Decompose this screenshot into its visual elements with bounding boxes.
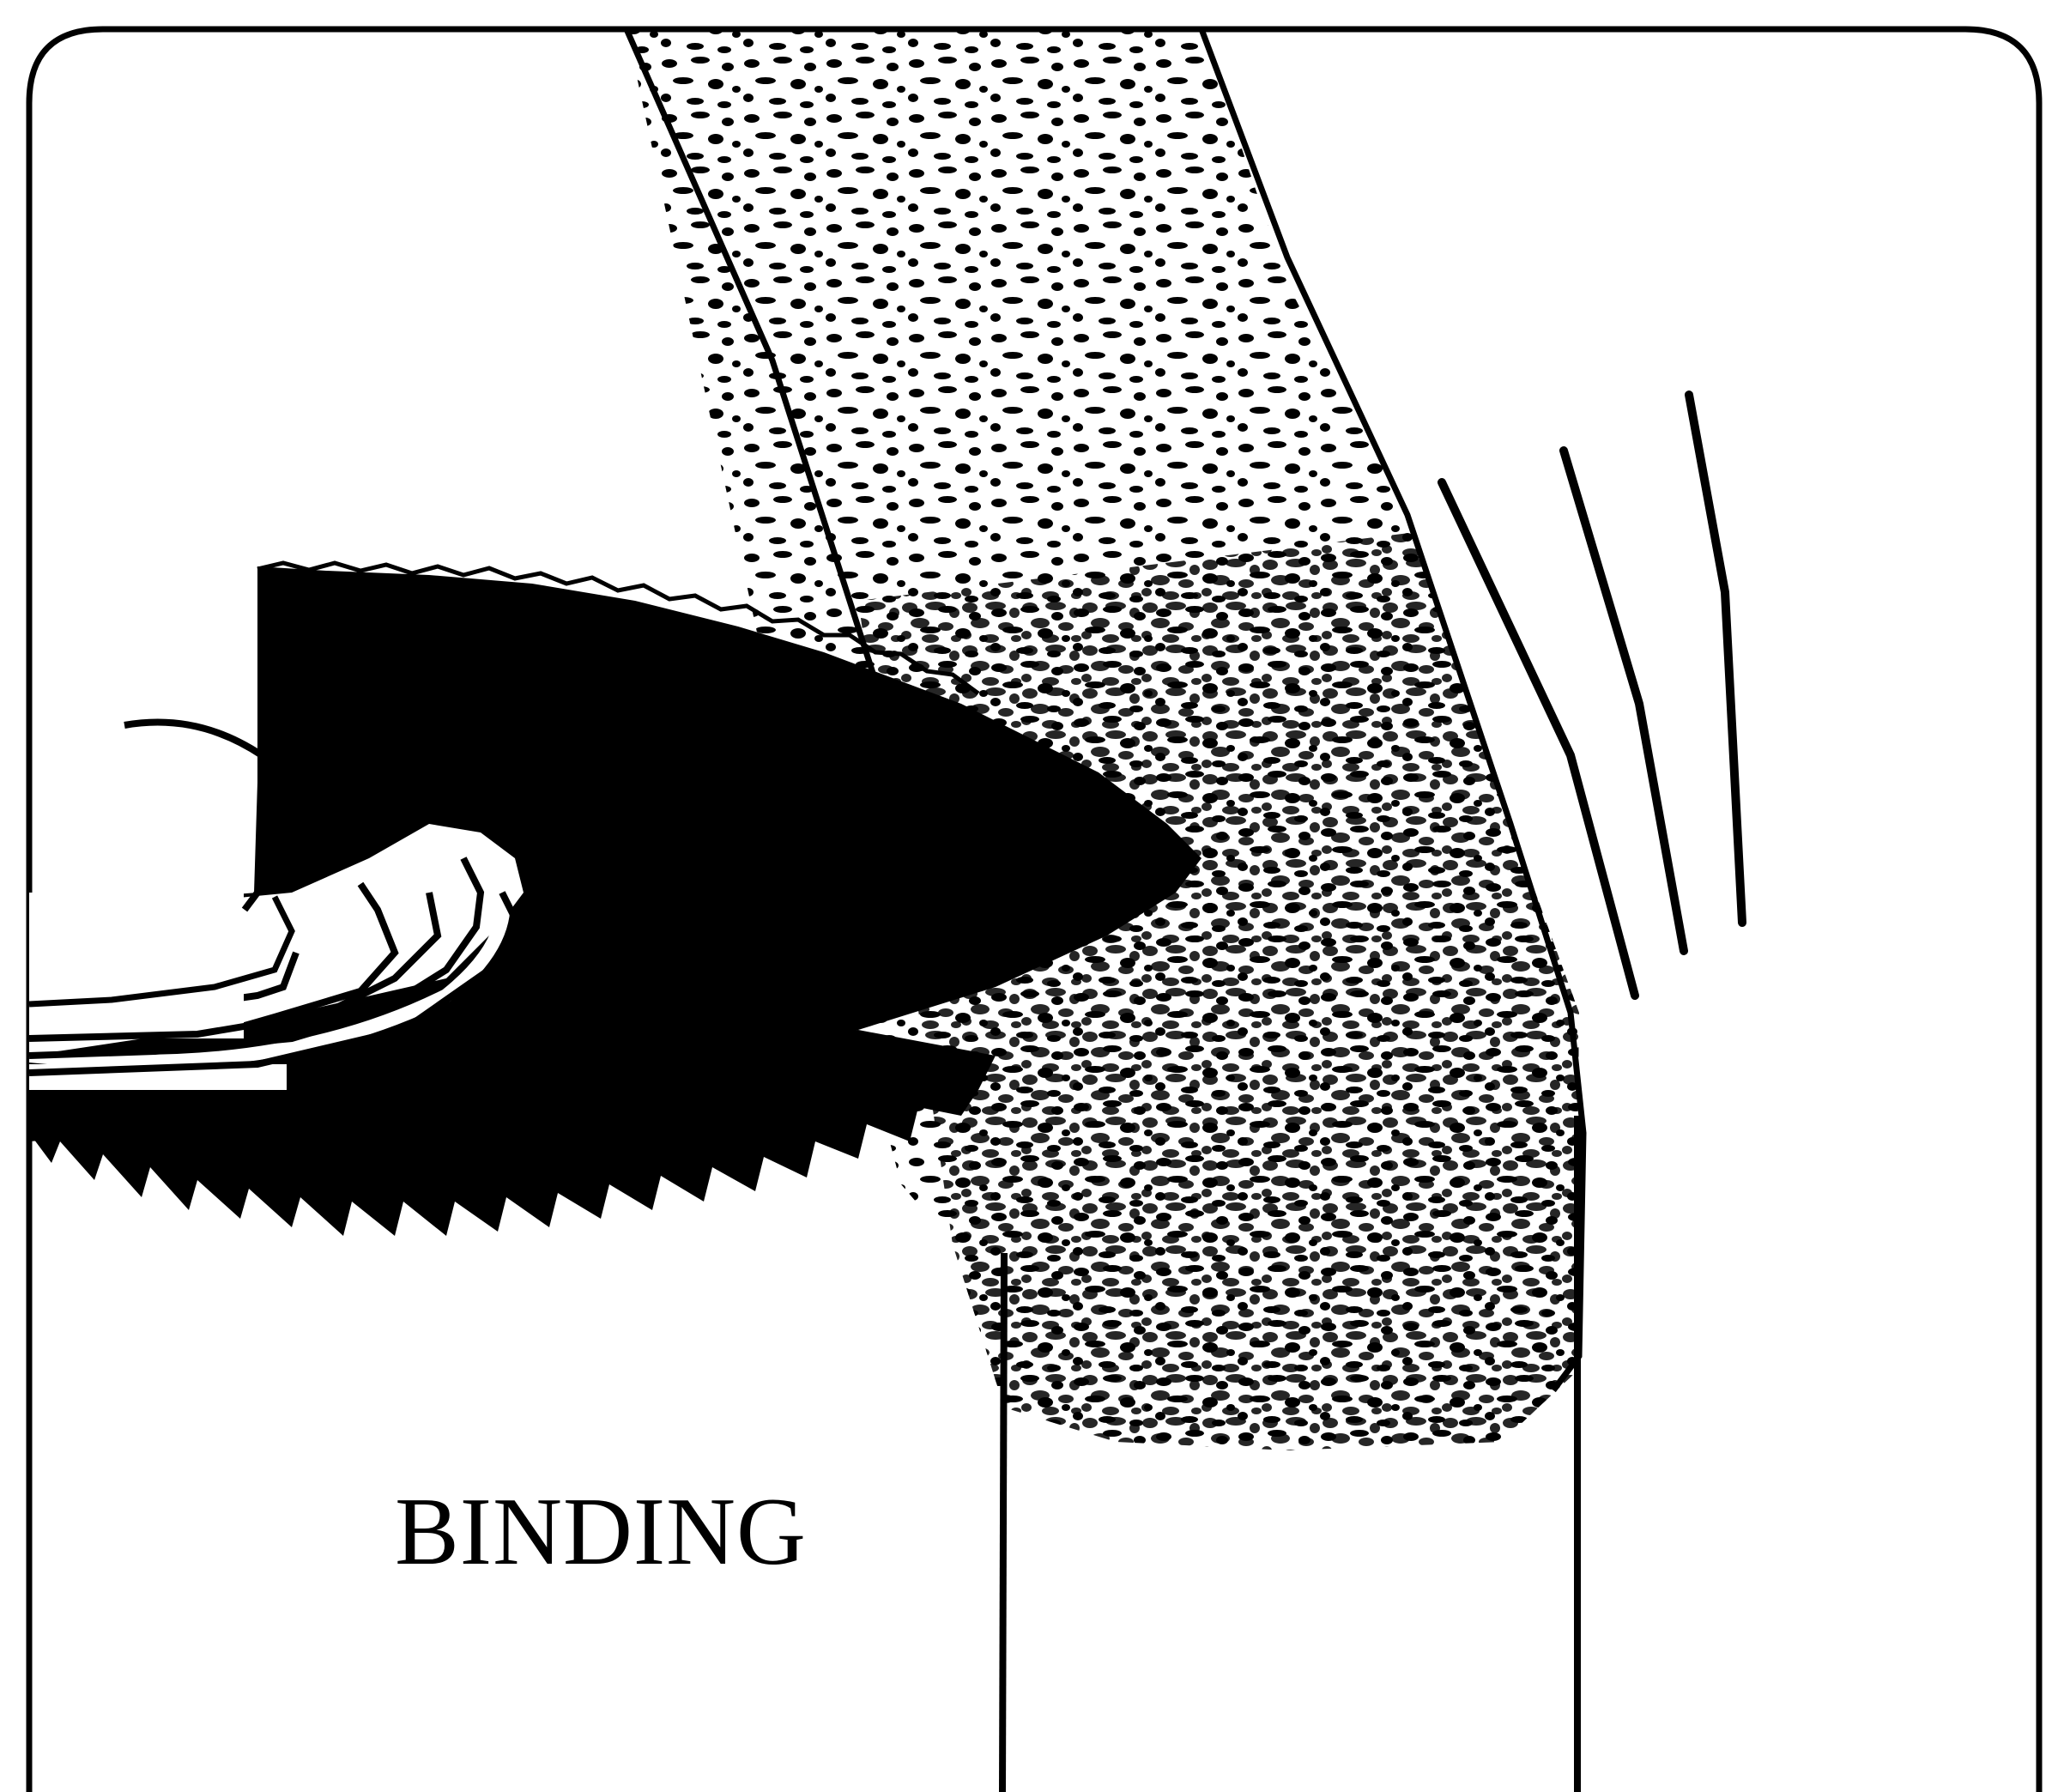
- board-lower-left-edge: [1002, 1253, 1004, 1792]
- arbor-shaft: [124, 723, 262, 910]
- caption-label: BINDING: [395, 1479, 807, 1585]
- vibration-line-2: [1564, 451, 1684, 951]
- vibration-line-3: [1689, 395, 1742, 923]
